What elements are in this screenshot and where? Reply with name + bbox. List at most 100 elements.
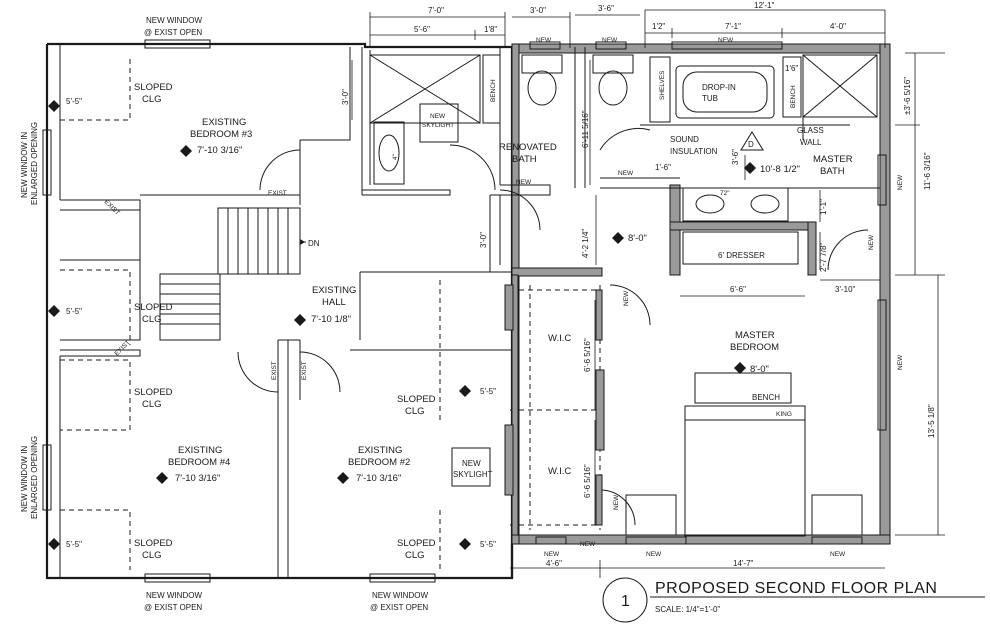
new-tag: NEW (868, 234, 875, 250)
sloped-label: CLG (142, 314, 162, 325)
room-labels: EXISTING BEDROOM #3 7'-10 3/16" EXISTING… (168, 117, 853, 484)
new-tag: NEW (516, 179, 532, 186)
new-tag: NEW (613, 494, 620, 510)
dim-label: 3'-6" (731, 149, 740, 165)
hall-height: 7'-10 1/8" (311, 314, 351, 325)
title-block: 1 PROPOSED SECOND FLOOR PLAN SCALE: 1/4"… (621, 580, 937, 614)
dn-label: DN (308, 239, 320, 248)
tub-label-2: TUB (702, 94, 718, 103)
exist-tag: EXIST (301, 361, 308, 380)
dim-label: 3'-0" (479, 232, 488, 248)
master-bath-label: MASTER (813, 154, 853, 165)
five-five-label: 5'-5" (66, 307, 82, 316)
dim-label: 7'-0" (428, 6, 444, 15)
new-tag: NEW (544, 551, 560, 558)
four-inch-label: 4" (392, 153, 399, 160)
skylight-label-2: SKYLIGHT (453, 470, 493, 479)
bedroom4-label-2: BEDROOM #4 (168, 457, 230, 468)
dim-label: 12'-1" (754, 1, 775, 10)
dim-label: 4'-2 1/4" (581, 229, 590, 258)
sloped-label: CLG (142, 399, 162, 410)
window-labels: NEW WINDOW @ EXIST OPEN NEW WINDOW @ EXI… (20, 16, 428, 612)
dim-label: ±3'-6 5/16" (903, 77, 912, 115)
dim-label: 3'-0" (530, 6, 546, 15)
master-bath-height: 10'-8 1/2" (760, 164, 800, 175)
skylight-label: NEW (430, 113, 446, 120)
hall2-height: 8'-0" (628, 233, 647, 244)
dim-label: 1'2" (652, 22, 665, 31)
sound-insulation-label: SOUND (670, 135, 699, 144)
dim-label: 1'-1" (819, 199, 828, 215)
bedroom2-height: 7'-10 3/16" (356, 473, 401, 484)
sloped-label: SLOPED (134, 82, 173, 93)
dim-label: 1'6" (785, 64, 798, 73)
glass-wall-label-2: WALL (800, 138, 822, 147)
bedroom4-label: EXISTING (178, 445, 222, 456)
glass-wall-label: GLASS (797, 126, 824, 135)
drawing-number: 1 (621, 593, 630, 610)
bedroom-furniture (625, 372, 863, 537)
dim-label: 1'-6" (655, 163, 671, 172)
new-window-enlarged-bottom-2: ENLARGED OPENING (30, 436, 39, 519)
exist-tag: EXIST (113, 339, 131, 357)
door-tag-label: D (748, 140, 754, 149)
new-exist-tags: NEW NEW NEW NEW NEW NEW NEW NEW NEW NEW … (103, 37, 904, 558)
bedroom3-label-2: BEDROOM #3 (190, 129, 252, 140)
reno-bath-label-2: BATH (512, 154, 537, 165)
new-tag: NEW (618, 170, 634, 177)
dim-label: 7'-1" (725, 22, 741, 31)
skylight-label-2: SKYLIGHT (422, 122, 454, 129)
dim-label: 3'-10" (835, 285, 856, 294)
new-window-bottom-right: NEW WINDOW (372, 591, 428, 600)
sloped-label: CLG (405, 406, 425, 417)
new-tag: NEW (580, 541, 596, 548)
reno-bath-label: RENOVATED (499, 142, 557, 153)
skylights (419, 103, 491, 487)
bedroom3-label: EXISTING (202, 117, 246, 128)
door-swings (237, 127, 869, 526)
new-tag: NEW (623, 290, 630, 306)
new-tag: NEW (897, 354, 904, 370)
dimension-lines (351, 9, 945, 578)
new-tag: NEW (718, 37, 734, 44)
dim-label: 6'-6 5/16" (583, 338, 592, 372)
bedroom2-label-2: BEDROOM #2 (348, 457, 410, 468)
five-five-label: 5'-5" (480, 387, 496, 396)
drawing-number-circle (602, 577, 648, 623)
sloped-label: CLG (142, 94, 162, 105)
new-window-enlarged-bottom: NEW WINDOW IN (20, 446, 29, 512)
dim-label: 13'-5 1/8" (927, 404, 936, 438)
new-window-top-2: @ EXIST OPEN (144, 28, 202, 37)
five-five-label: 5'-5" (66, 540, 82, 549)
bedroom2-label: EXISTING (358, 445, 402, 456)
sloped-label: SLOPED (134, 538, 173, 549)
wic-label-2: W.I.C (548, 466, 571, 477)
new-tag: NEW (602, 37, 618, 44)
sloped-label: CLG (405, 550, 425, 561)
dim-label: 6'-6" (730, 285, 746, 294)
sloped-label: SLOPED (134, 387, 173, 398)
dresser-label: 6' DRESSER (718, 251, 765, 260)
five-five-label: 5'-5" (66, 97, 82, 106)
door-tag-icon (740, 131, 764, 151)
bench-label-shower: BENCH (490, 79, 497, 102)
dim-label: 2'-7 7/8" (819, 243, 828, 272)
new-tag: NEW (897, 174, 904, 190)
dim-label: 11'-6 3/16" (923, 152, 932, 190)
dimension-labels: 7'-0" 5'-6" 1'8" 3'-0" 3'-6" 12'-1" 1'2"… (341, 1, 936, 568)
bench-label-master-bath: BENCH (790, 85, 797, 108)
windows (42, 39, 887, 583)
master-bath-walls (504, 177, 880, 536)
master-bedroom-label: MASTER (735, 330, 775, 341)
dim-label: 3'-6" (598, 4, 614, 13)
stair (159, 207, 306, 341)
hall-label-2: HALL (322, 297, 346, 308)
dim-label: 6'-11 5/16" (581, 110, 590, 148)
tub-label: DROP-IN (702, 83, 736, 92)
new-window-enlarged-top-2: ENLARGED OPENING (30, 122, 39, 205)
dim-label: 5'-6" (414, 25, 430, 34)
exist-tag: EXIST (103, 198, 121, 216)
new-window-bottom-left-2: @ EXIST OPEN (144, 603, 202, 612)
fixture-labels: NEW SKYLIGHT NEW SKYLIGHT DROP-IN TUB SH… (308, 70, 824, 479)
drawing-scale: SCALE: 1/4"=1'-0" (655, 605, 720, 614)
